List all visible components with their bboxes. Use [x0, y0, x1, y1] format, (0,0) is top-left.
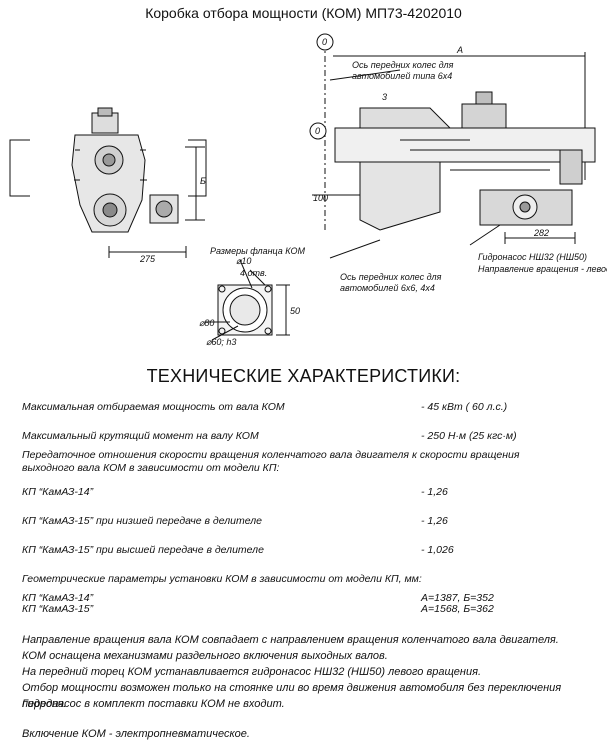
geom-kp14-label: КП “КамАЗ-14” — [22, 592, 94, 604]
note-5: Гидронасос в комплект поставки КОМ не вх… — [22, 698, 285, 710]
geom-kp14-value: А=1387, Б=352 — [421, 592, 494, 604]
note-7: Включение КОМ - электропневматическое. — [22, 728, 250, 740]
flange-d60-label: ⌀60; h3 — [206, 337, 236, 347]
axis-6x6-line2: автомобилей 6х6, 4х4 — [340, 283, 435, 293]
max-power-value: - 45 кВт ( 60 л.с.) — [421, 401, 508, 413]
dim-282-label: 282 — [533, 228, 549, 238]
flange-50-label: 50 — [290, 306, 300, 316]
note-1: Направление вращения вала КОМ совпадает … — [22, 634, 559, 646]
pump-label: Гидронасос НШ32 (НШ50) — [478, 252, 587, 262]
note-2: КОМ оснащена механизмами раздельного вкл… — [22, 650, 388, 662]
dim-3-label: 3 — [382, 92, 387, 102]
dim-a-label: А — [456, 45, 463, 55]
flange-holes-count: 4 отв. — [240, 268, 267, 278]
kp15-low-value: - 1,26 — [421, 515, 448, 527]
dim-100-label: 100 — [313, 193, 328, 203]
flange-d80-label: ⌀80 — [199, 318, 214, 328]
kp14-label: КП “КамАЗ-14” — [22, 486, 94, 498]
front-view-gearbox — [71, 107, 179, 233]
callout-0-left: 0 — [315, 126, 320, 136]
dim-275-label: 275 — [139, 254, 156, 264]
max-torque-value: - 250 Н·м (25 кгс·м) — [421, 430, 517, 442]
dim-b-label: Б — [200, 176, 206, 186]
axis-6x4-line2: автомобилей типа 6х4 — [352, 71, 452, 81]
callout-0-top: 0 — [322, 37, 327, 47]
ratio-line-2: выходного вала КОМ в зависимости от моде… — [22, 462, 280, 474]
kp15-low-label: КП “КамАЗ-15” при низшей передаче в дели… — [22, 515, 262, 527]
technical-drawing: 275 Б Размеры фланца КОМ ⌀10 4 отв. 50 ⌀… — [9, 33, 607, 347]
right-bracket — [188, 139, 207, 197]
max-torque-label: Максимальный крутящий момент на валу КОМ — [22, 430, 259, 442]
flange-hole-label: ⌀10 — [236, 256, 251, 266]
rotation-label: Направление вращения - левое — [478, 264, 607, 274]
side-view-gearbox — [309, 33, 596, 259]
document-title: Коробка отбора мощности (КОМ) МП73-42020… — [145, 5, 462, 21]
geom-kp15-value: А=1568, Б=362 — [421, 603, 494, 615]
ratio-line-1: Передаточное отношения скорости вращения… — [22, 449, 520, 461]
kp14-value: - 1,26 — [421, 486, 448, 498]
specs-heading: ТЕХНИЧЕСКИЕ ХАРАКТЕРИСТИКИ: — [146, 366, 461, 386]
kp15-high-label: КП “КамАЗ-15” при высшей передаче в дели… — [22, 544, 264, 556]
flange-title: Размеры фланца КОМ — [210, 246, 306, 256]
flange-view — [205, 259, 290, 341]
geom-kp15-label: КП “КамАЗ-15” — [22, 603, 94, 615]
note-4: Отбор мощности возможен только на стоянк… — [22, 682, 562, 711]
axis-6x4-line1: Ось передних колес для — [352, 60, 454, 70]
max-power-label: Максимальная отбираемая мощность от вала… — [22, 401, 285, 413]
geom-label: Геометрические параметры установки КОМ в… — [22, 573, 422, 585]
left-bracket — [9, 139, 30, 197]
axis-6x6-line1: Ось передних колес для — [340, 272, 442, 282]
kp15-high-value: - 1,026 — [421, 544, 454, 556]
note-3: На передний торец КОМ устанавливается ги… — [22, 666, 482, 678]
